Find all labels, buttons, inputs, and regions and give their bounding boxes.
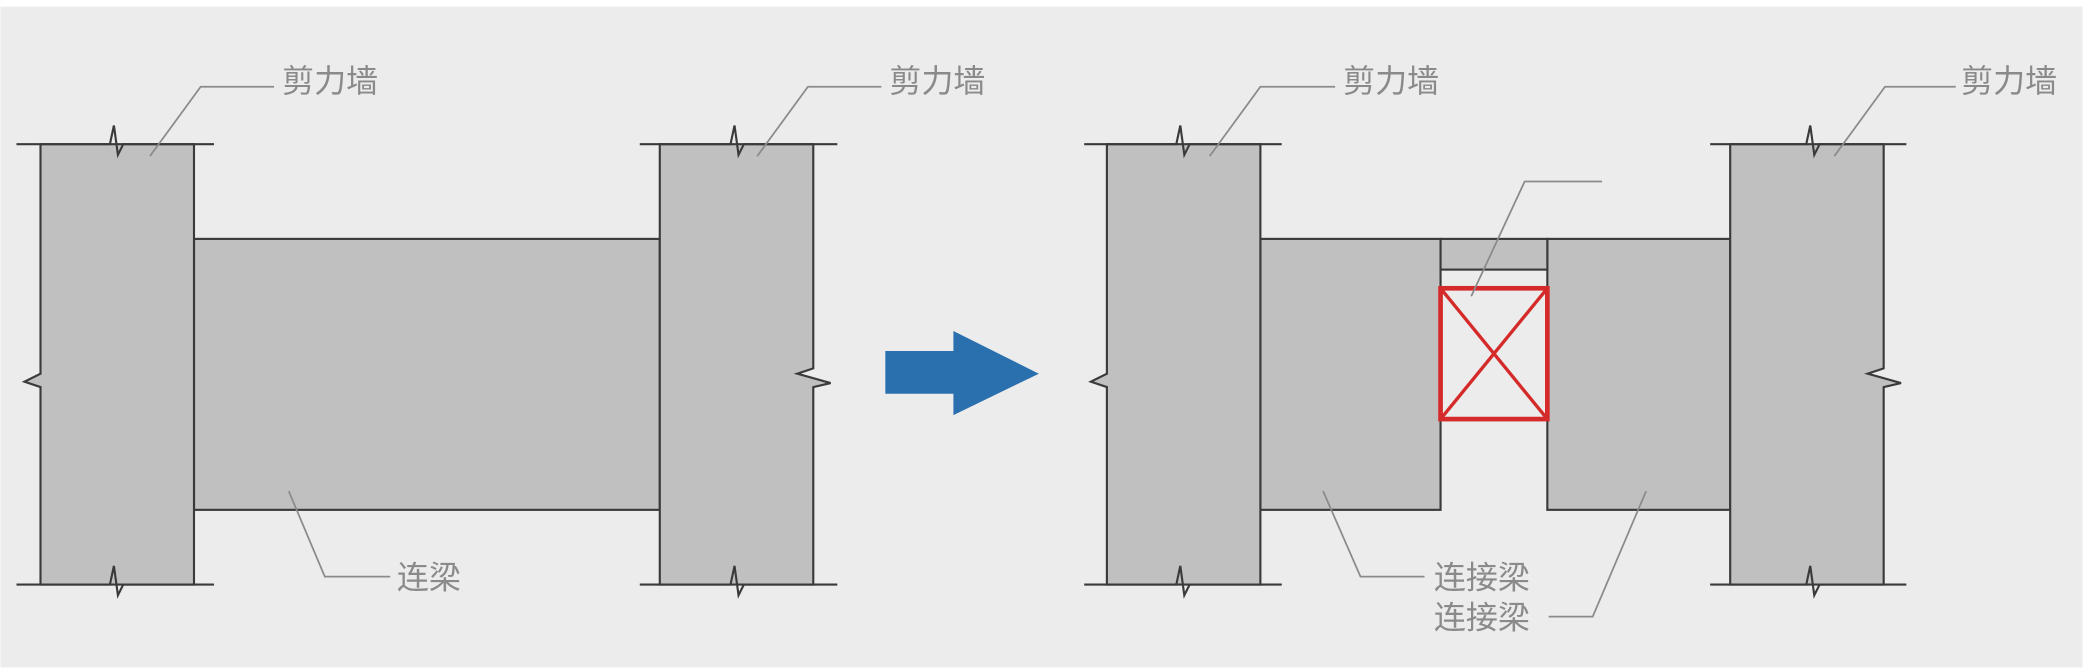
beam-top-strip: [1439, 237, 1549, 271]
shear-wall-right: [658, 143, 831, 586]
break-line: [16, 565, 215, 599]
break-line: [639, 565, 838, 599]
label-coupling-beam: 连梁: [397, 559, 461, 597]
label-connecting-beam-right: 连接梁: [1434, 599, 1530, 637]
label-shear-wall-right: 剪力墙: [1961, 62, 2057, 100]
break-line: [16, 125, 215, 159]
leader-line: [1470, 180, 1603, 297]
after-diagram: 剪力墙 剪力墙 连接梁 连接梁: [1084, 62, 2057, 637]
break-line: [1710, 565, 1907, 599]
break-line: [639, 125, 838, 159]
leader-line: [1548, 490, 1647, 618]
label-shear-wall-left: 剪力墙: [282, 62, 378, 100]
coupling-beam: [192, 237, 661, 511]
break-line: [1084, 125, 1282, 159]
before-diagram: 剪力墙 剪力墙 连梁: [16, 62, 985, 599]
leader-line: [1208, 85, 1336, 157]
connecting-beam-left: [1259, 237, 1442, 511]
break-line: [1084, 565, 1282, 599]
leader-line: [1833, 85, 1956, 157]
shear-wall-left: [1088, 143, 1262, 586]
right-arrow-icon: [885, 330, 1039, 416]
crossed-box-icon: [1438, 285, 1550, 422]
shear-wall-right: [1729, 143, 1902, 586]
label-shear-wall-left: 剪力墙: [1343, 62, 1439, 100]
leader-line: [1322, 490, 1425, 578]
label-shear-wall-right: 剪力墙: [889, 62, 985, 100]
leader-line: [287, 490, 391, 578]
label-connecting-beam-left: 连接梁: [1434, 559, 1530, 597]
shear-wall-left: [21, 143, 196, 586]
break-line: [1710, 125, 1907, 159]
connecting-beam-right: [1546, 237, 1732, 511]
leader-line: [756, 85, 882, 157]
leader-line: [149, 85, 275, 157]
